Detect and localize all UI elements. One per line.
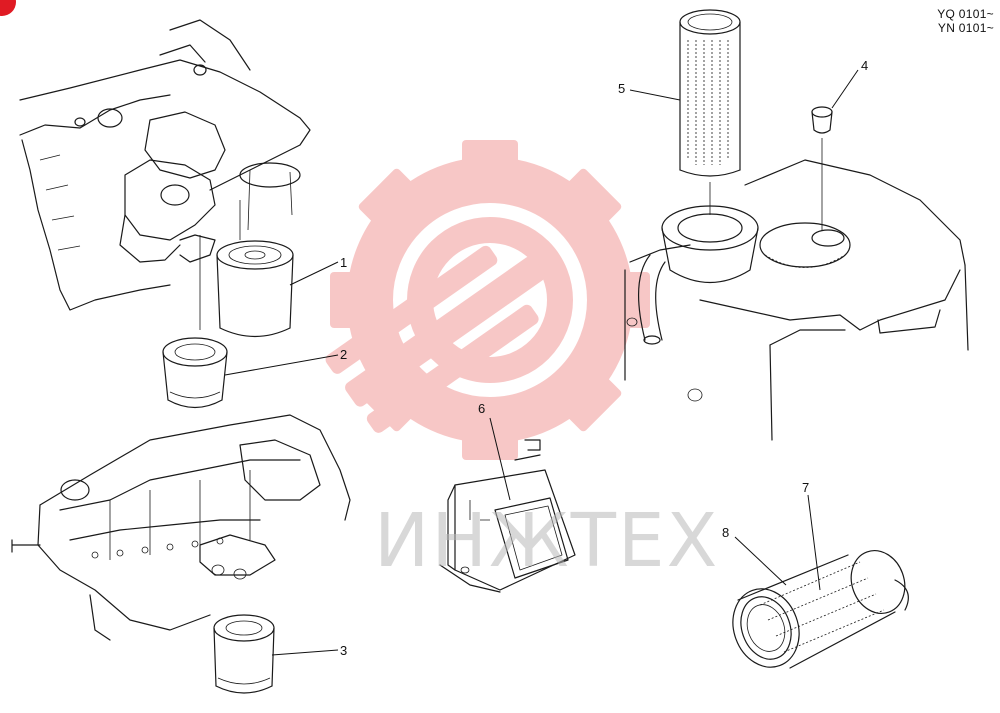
callout-2: 2: [340, 347, 347, 362]
component-6-box: [439, 439, 576, 593]
callout-1: 1: [340, 255, 347, 270]
callout-3: 3: [340, 643, 347, 658]
filter-element-7-8: [732, 550, 909, 669]
callout-4: 4: [861, 58, 868, 73]
callout-labels: 1 2 3 4 5 6 7 8: [340, 58, 868, 658]
callout-8: 8: [722, 525, 729, 540]
leader-lines: [224, 69, 859, 656]
plug-component-4: [811, 106, 833, 230]
engine-block-upper: [19, 19, 311, 330]
serial-range-1: YQ 0101~: [937, 7, 994, 21]
filter-element-3: [213, 614, 275, 694]
callout-5: 5: [618, 81, 625, 96]
gear-wrench-logo-icon: [325, 140, 650, 460]
engine-block-lower: [11, 414, 351, 641]
serial-range-2: YN 0101~: [937, 21, 994, 35]
tank-assembly: [624, 159, 969, 441]
filter-element-2: [162, 337, 228, 409]
watermark-text: ИНЖТЕХ: [374, 498, 719, 584]
strainer-element-5: [679, 9, 741, 215]
filter-element-1: [216, 240, 294, 337]
red-corner-mark-icon: [0, 0, 16, 16]
callout-6: 6: [478, 401, 485, 416]
callout-7: 7: [802, 480, 809, 495]
